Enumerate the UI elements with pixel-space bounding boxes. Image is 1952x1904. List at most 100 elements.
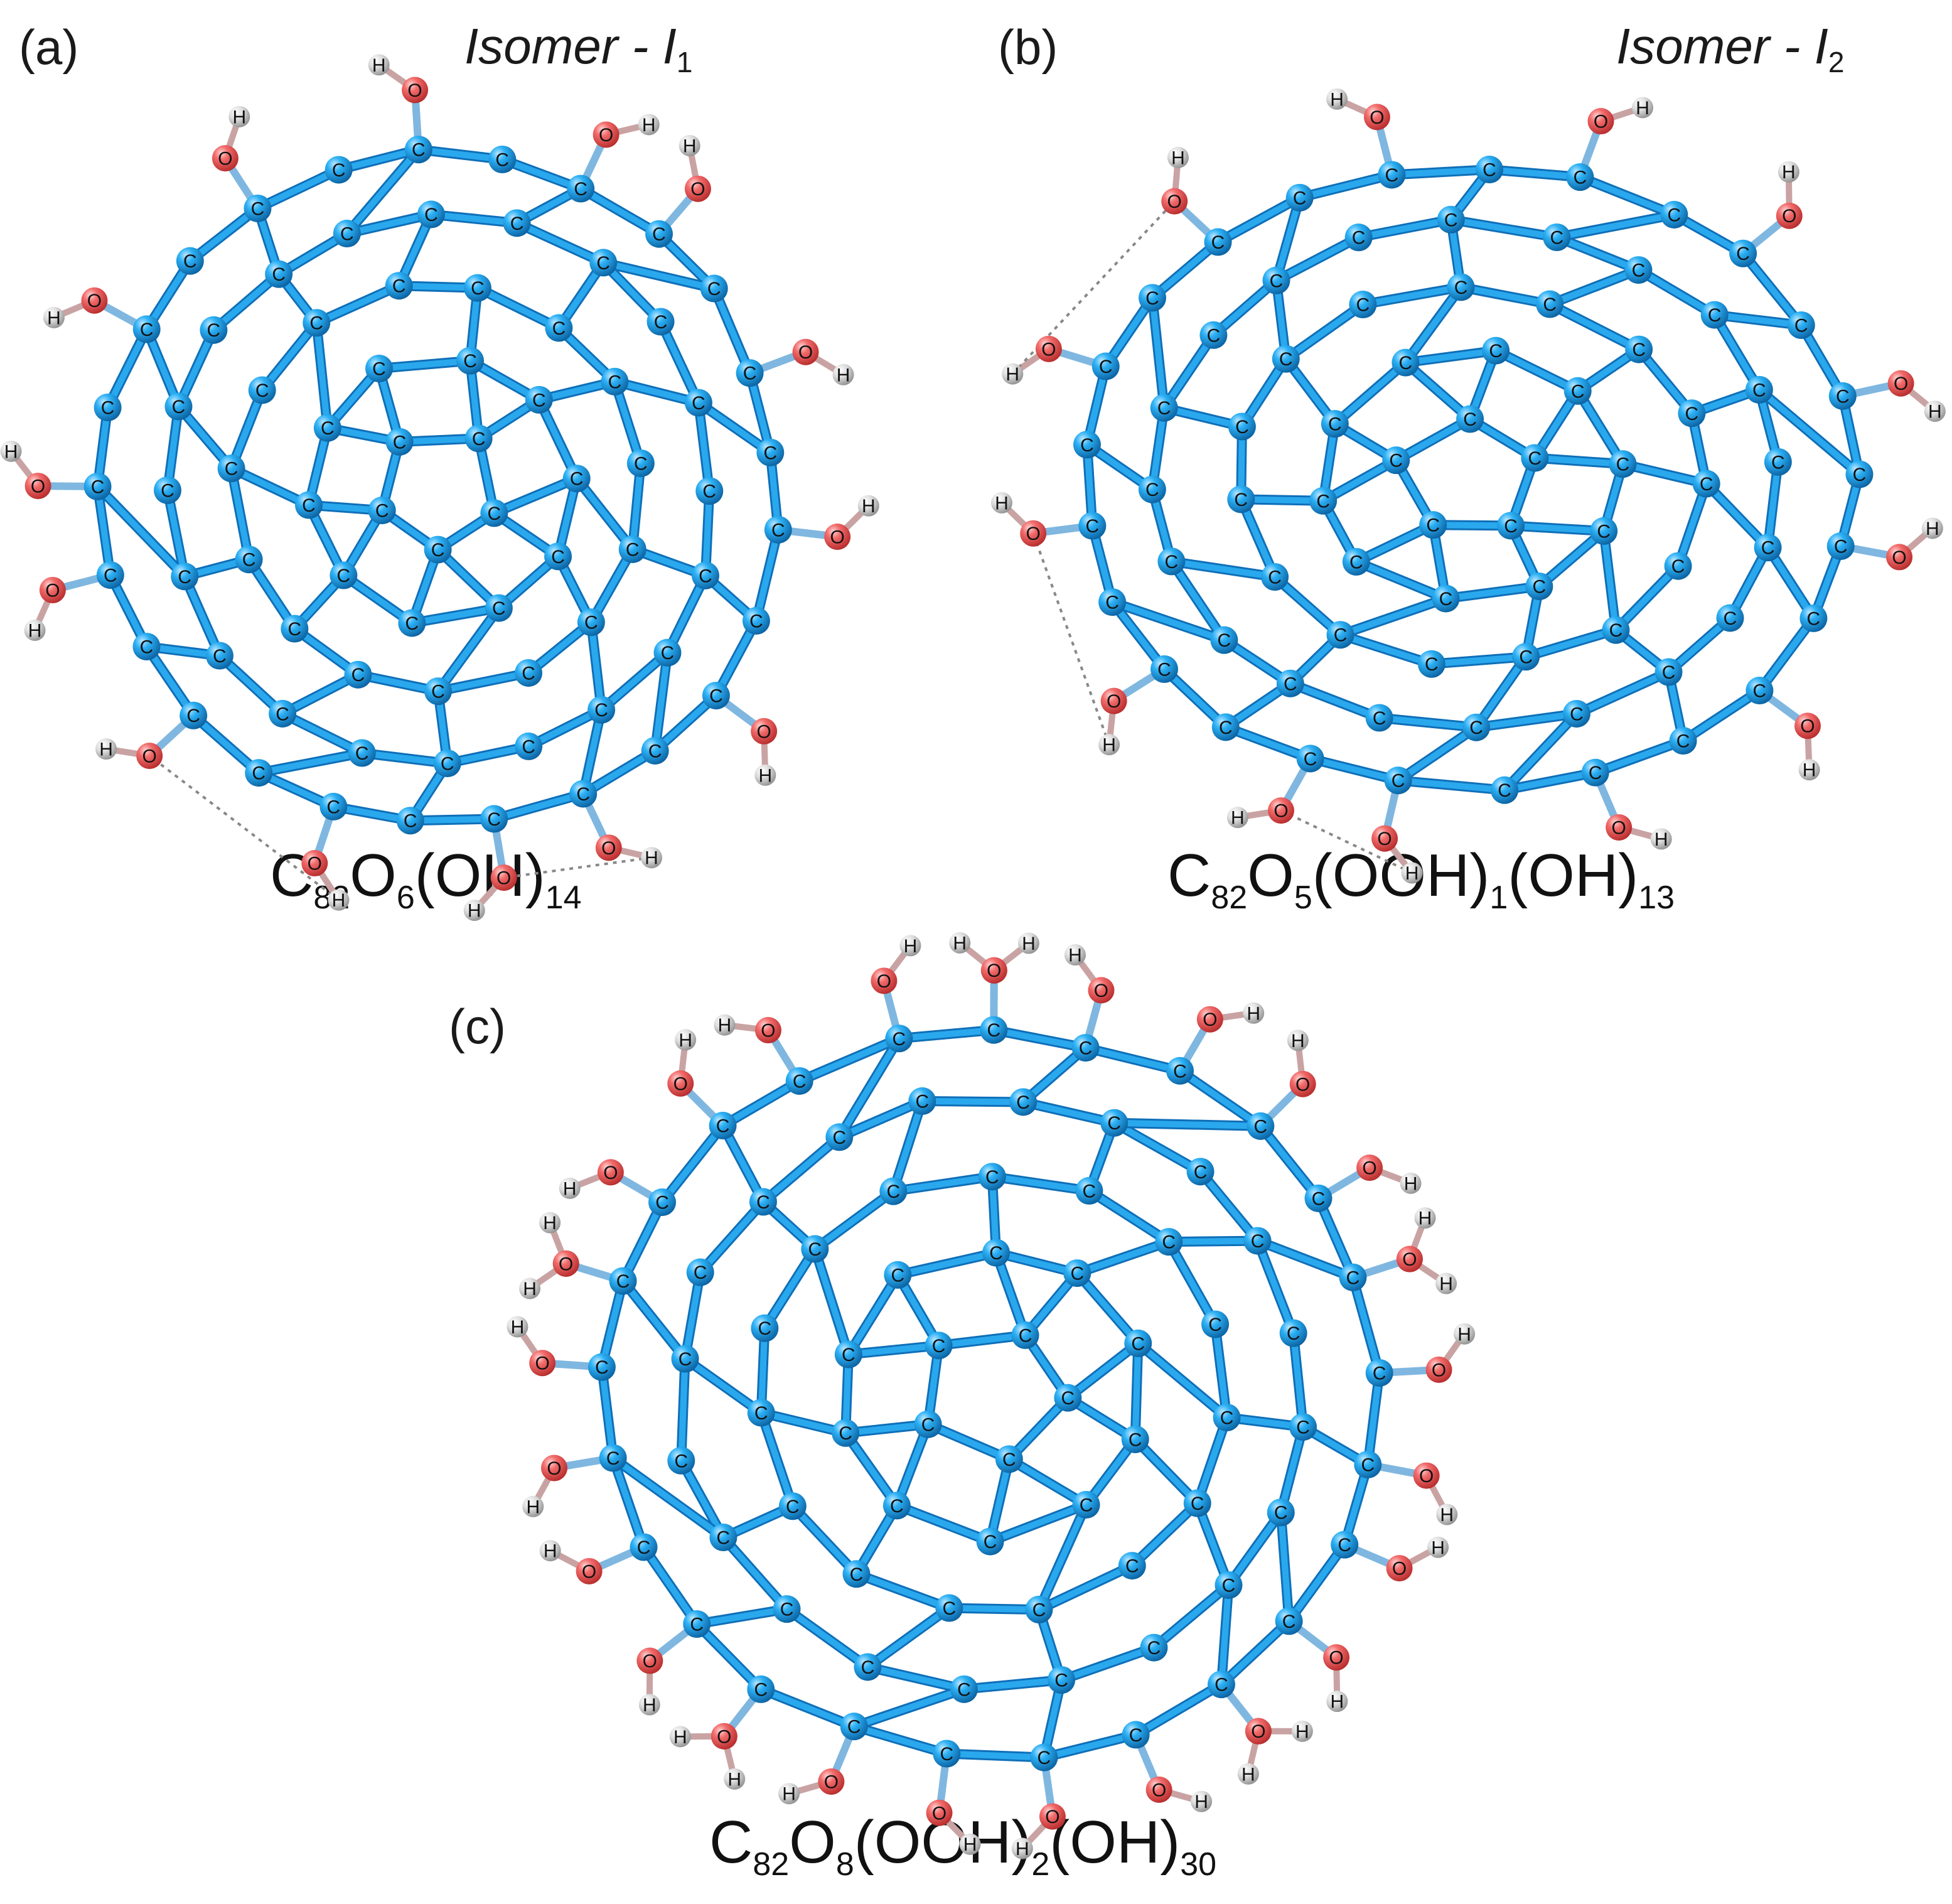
- bond: [890, 1173, 995, 1195]
- atom-symbol: O: [756, 721, 771, 742]
- bond: [758, 1686, 857, 1730]
- atom-symbol: C: [1597, 521, 1611, 542]
- hydrogen-atom: [463, 900, 485, 922]
- atom-symbol: C: [1439, 589, 1453, 610]
- atom-symbol: H: [1102, 735, 1116, 756]
- carbon-atom: [365, 355, 394, 383]
- bond: [1573, 669, 1672, 717]
- oxygen-atom: [1396, 1245, 1423, 1272]
- atom-symbol: C: [1131, 1333, 1145, 1354]
- bond: [611, 378, 644, 466]
- carbon-atom: [385, 272, 413, 300]
- isomer-title-b-sub: 2: [1828, 46, 1845, 78]
- carbon-atom: [164, 392, 193, 421]
- carbon-atom: [1289, 1413, 1317, 1441]
- carbon-atom: [348, 739, 376, 767]
- bond: [812, 1245, 852, 1358]
- hydrogen-atom: [638, 1694, 660, 1716]
- hydrogen-atom: [519, 1277, 541, 1299]
- atom-symbol: C: [441, 754, 454, 775]
- atom-symbol: C: [626, 539, 640, 560]
- hydrogen-atom: [1326, 1691, 1348, 1713]
- bond: [1395, 777, 1508, 793]
- bond: [491, 475, 580, 517]
- carbon-atom: [464, 424, 493, 453]
- atom-symbol: H: [1926, 519, 1939, 539]
- hydrogen-atom: [678, 134, 700, 156]
- hydrogen-atom: [669, 1726, 691, 1748]
- bond: [1577, 174, 1678, 218]
- bond: [761, 1245, 818, 1331]
- atom-symbol: C: [327, 797, 341, 817]
- carbon-atom: [709, 1524, 737, 1552]
- atom-symbol: O: [717, 1726, 731, 1747]
- atom-symbol: H: [563, 1178, 577, 1199]
- atom-symbol: C: [1208, 1315, 1222, 1335]
- atom-symbol: C: [1284, 674, 1297, 694]
- bond: [228, 387, 265, 472]
- atom-symbol: C: [702, 481, 716, 502]
- bond: [1553, 234, 1642, 274]
- carbon-atom: [1624, 256, 1653, 284]
- atom-symbol: H: [4, 441, 18, 462]
- bond: [1064, 1340, 1142, 1401]
- carbon-atom: [244, 194, 272, 222]
- hydrogen-atom: [990, 492, 1012, 514]
- bond: [712, 617, 759, 699]
- bond: [850, 1723, 950, 1757]
- atom-symbol: C: [1483, 160, 1496, 181]
- bond: [1428, 653, 1530, 667]
- carbon-atom: [1845, 460, 1874, 488]
- bond: [1341, 1461, 1371, 1548]
- carbon-atom: [742, 606, 770, 635]
- atom-symbol: H: [673, 1727, 687, 1748]
- carbon-atom: [801, 1235, 829, 1263]
- carbon-atom: [1602, 616, 1630, 644]
- carbon-atom: [1563, 377, 1592, 405]
- atom-symbol: C: [1724, 608, 1737, 629]
- carbon-atom: [691, 561, 719, 589]
- oxygen-atom: [1088, 977, 1115, 1004]
- carbon-atom: [885, 1025, 913, 1053]
- atom-symbol: C: [1270, 271, 1284, 291]
- carbon-atom: [1030, 1743, 1058, 1772]
- oxygen-atom: [1887, 370, 1914, 397]
- carbon-atom: [736, 359, 764, 387]
- bond: [535, 396, 580, 482]
- bond: [1176, 1067, 1264, 1129]
- carbon-atom: [976, 1527, 1004, 1556]
- bond: [216, 652, 286, 717]
- carbon-atom: [1331, 1530, 1359, 1559]
- atom-symbol: H: [1231, 808, 1245, 829]
- carbon-atom: [587, 696, 616, 724]
- atom-symbol: C: [1215, 1675, 1228, 1696]
- hydrogen-atom: [949, 932, 971, 954]
- hydrogen-atom: [1924, 401, 1946, 422]
- atom-symbol: C: [921, 1414, 935, 1435]
- bond: [340, 572, 416, 627]
- atom-symbol: O: [87, 291, 102, 311]
- hydrogen-atom: [675, 1029, 697, 1051]
- bond: [943, 1750, 1048, 1761]
- bond: [1102, 294, 1156, 370]
- atom-symbol: C: [699, 566, 712, 586]
- atom-symbol: C: [634, 453, 648, 474]
- carbon-atom: [463, 274, 491, 302]
- oxygen-atom: [1100, 687, 1127, 714]
- atom-symbol: C: [351, 665, 365, 686]
- atom-symbol: C: [1519, 647, 1533, 668]
- atom-symbol: C: [288, 619, 302, 640]
- carbon-atom: [1011, 1321, 1039, 1349]
- atom-symbol: C: [652, 224, 666, 245]
- bond: [1601, 527, 1619, 633]
- atom-symbol: C: [1454, 277, 1468, 298]
- bond: [812, 1188, 897, 1252]
- bond: [1508, 522, 1607, 534]
- hydrogen-atom: [328, 889, 350, 911]
- carbon-atom: [1272, 345, 1300, 373]
- bond: [175, 326, 217, 410]
- bond: [474, 284, 562, 331]
- oxygen-atom: [711, 1723, 737, 1750]
- atom-symbol: C: [276, 704, 289, 724]
- bond: [1675, 480, 1710, 569]
